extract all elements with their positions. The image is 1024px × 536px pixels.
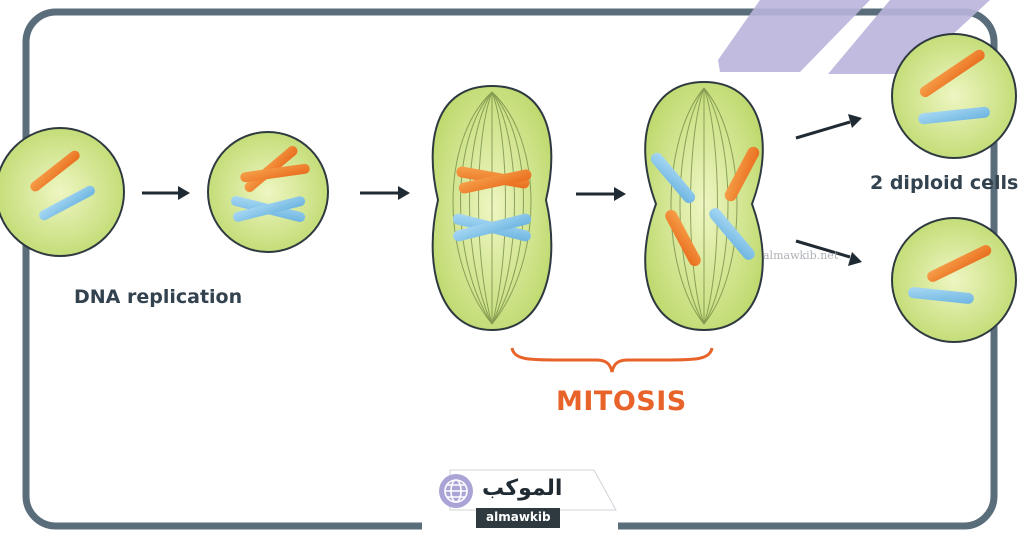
mitosis-brace	[510, 347, 714, 373]
watermark-text: almawkib.net	[763, 249, 839, 262]
cell-replicated	[207, 131, 329, 253]
arrow-right-1	[142, 186, 190, 200]
arrow-up-right	[795, 114, 862, 140]
arrow-right-2	[360, 186, 410, 200]
logo-arabic-text: الموكب	[482, 476, 563, 501]
arrow-down-right	[795, 239, 862, 266]
daughter-cell-bottom	[891, 217, 1017, 343]
cell-initial	[0, 127, 125, 257]
globe-icon	[444, 479, 468, 503]
cell-metaphase	[431, 84, 553, 332]
dna-replication-label: DNA replication	[74, 286, 243, 308]
mitosis-label: MITOSIS	[556, 386, 687, 417]
cell-anaphase	[644, 80, 764, 332]
diploid-cells-label: 2 diploid cells	[870, 172, 1019, 194]
arrow-right-3	[576, 187, 626, 201]
decor-stripe-1	[718, 0, 870, 72]
logo-latin-text: almawkib	[486, 510, 551, 524]
logo-badge	[439, 469, 617, 528]
decor-stripe-2	[828, 0, 990, 74]
daughter-cell-top	[891, 33, 1017, 159]
